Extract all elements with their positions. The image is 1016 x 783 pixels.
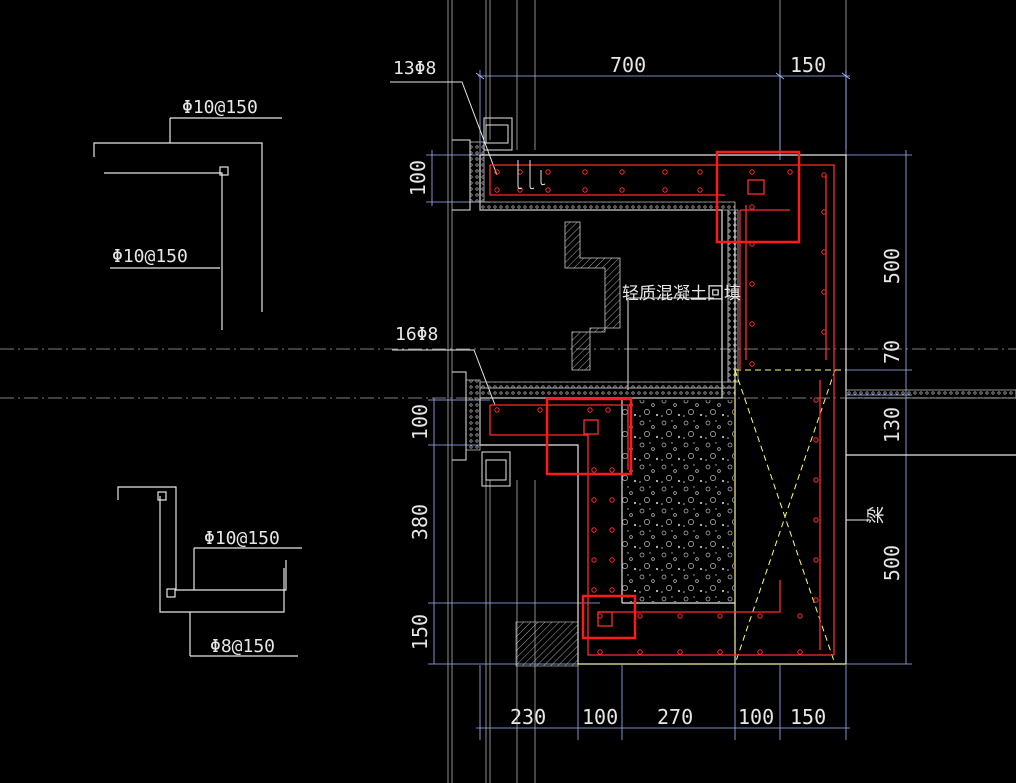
rebar-dot: [609, 467, 615, 473]
rebar-dot: [662, 187, 668, 193]
rebar-dot: [582, 169, 588, 175]
rebar-dot: [717, 649, 723, 655]
rebar-dot: [787, 169, 793, 175]
dim-left-100-upper: 100: [406, 159, 431, 197]
rebar-dot: [587, 407, 593, 413]
rebar-dot: [582, 187, 588, 193]
leader-lines: [390, 81, 870, 521]
beam-tag: 梁: [866, 506, 887, 524]
rebar-dot: [517, 187, 523, 193]
rebar-dot: [749, 361, 755, 367]
rebar-dot: [821, 209, 827, 215]
callout-top-rebar: 13Φ8: [393, 58, 437, 79]
rebar-dot: [797, 613, 803, 619]
wall-lines: [447, 0, 847, 783]
dim-left-100-middle: 100: [408, 403, 433, 441]
rebar-dot: [813, 397, 819, 403]
rebar-dot: [545, 169, 551, 175]
detail-a: [93, 117, 282, 330]
rebar-dot: [821, 172, 827, 178]
red-square-marker-icon: [581, 594, 637, 640]
rebar-dot: [697, 169, 703, 175]
dim-top-150: 150: [790, 53, 827, 77]
rebar-dot: [717, 613, 723, 619]
rebar-dot: [494, 407, 500, 413]
rebar-dot: [821, 289, 827, 295]
rebar-dot: [494, 169, 500, 175]
base-hatch: [515, 621, 579, 667]
rebar-dot: [637, 649, 643, 655]
dim-bottom-270: 270: [657, 705, 694, 729]
rebar-dot: [813, 517, 819, 523]
rebar-dots: [494, 169, 827, 655]
dim-bottom-100a: 100: [582, 705, 619, 729]
rebar-dot: [637, 613, 643, 619]
rebar-hooks: [517, 160, 546, 190]
rebar-dot: [757, 613, 763, 619]
dim-left-150: 150: [408, 613, 433, 651]
rebar: [489, 164, 835, 656]
red-square-marker-icon: [545, 397, 633, 476]
dim-right-500-lower: 500: [880, 544, 905, 582]
insulation-layers: [465, 141, 1016, 451]
rebar-dot: [597, 649, 603, 655]
dim-right-130: 130: [880, 406, 905, 444]
red-square-marker-icon: [715, 150, 801, 244]
rebar-dot: [749, 169, 755, 175]
backfill-note: 轻质混凝土回填: [622, 284, 741, 304]
beam-outline: [578, 369, 846, 665]
rebar-dot: [677, 649, 683, 655]
rebar-dot: [591, 497, 597, 503]
rebar-dot: [821, 329, 827, 335]
rebar-dot: [619, 169, 625, 175]
rebar-dot: [813, 557, 819, 563]
rebar-dot: [609, 557, 615, 563]
rebar-dot: [749, 321, 755, 327]
rebar-dot: [609, 587, 615, 593]
window-frame: [452, 117, 513, 487]
detail-a-top-label: Φ10@150: [182, 97, 258, 118]
rebar-dot: [537, 407, 543, 413]
rebar-dot: [591, 557, 597, 563]
dim-left-380: 380: [408, 503, 433, 541]
rebar-dot: [619, 187, 625, 193]
dim-bottom-230: 230: [510, 705, 547, 729]
lightweight-concrete-fill: [622, 400, 734, 602]
rebar-dot: [597, 613, 603, 619]
rebar-dot: [591, 587, 597, 593]
rebar-dot: [494, 187, 500, 193]
rebar-dot: [605, 407, 611, 413]
dim-top-700: 700: [610, 53, 647, 77]
rebar-dot: [813, 597, 819, 603]
rebar-dot: [545, 187, 551, 193]
detail-b: [117, 486, 302, 657]
stepped-wall: [564, 221, 621, 371]
rebar-dot: [591, 527, 597, 533]
detail-a-side-label: Φ10@150: [112, 246, 188, 267]
dim-right-500-upper: 500: [880, 247, 905, 285]
detail-b-upper-label: Φ10@150: [204, 528, 280, 549]
rebar-dot: [591, 467, 597, 473]
rebar-dot: [749, 204, 755, 210]
callout-bottom-rebar: 16Φ8: [395, 324, 439, 345]
rebar-dot: [749, 281, 755, 287]
rebar-dot: [609, 527, 615, 533]
dim-right-70: 70: [880, 339, 905, 365]
rebar-dot: [757, 649, 763, 655]
rebar-dot: [813, 437, 819, 443]
rebar-dot: [821, 249, 827, 255]
rebar-dot: [813, 477, 819, 483]
dim-bottom-100b: 100: [738, 705, 775, 729]
detail-b-lower-label: Φ8@150: [210, 636, 276, 657]
rebar-dot: [677, 613, 683, 619]
highlight-markers: [545, 150, 801, 640]
rebar-dot: [797, 649, 803, 655]
rebar-dot: [697, 187, 703, 193]
rebar-dot: [609, 497, 615, 503]
rebar-dot: [662, 169, 668, 175]
dim-bottom-150: 150: [790, 705, 827, 729]
